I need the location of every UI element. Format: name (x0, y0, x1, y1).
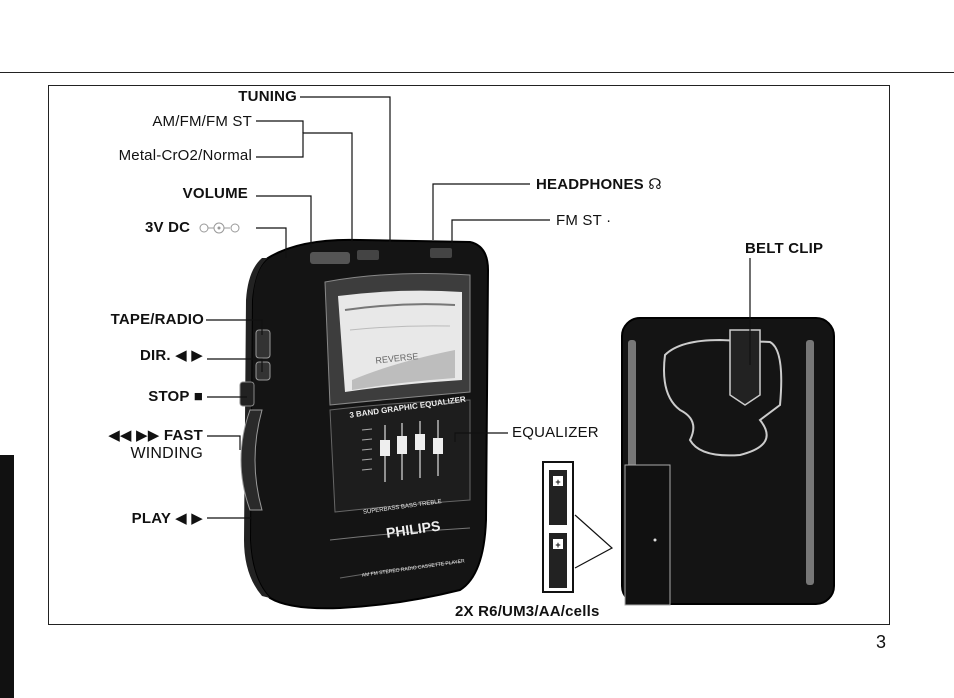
leader-lines (206, 96, 751, 569)
label-dc-input: 3V DC (145, 219, 191, 236)
label-equalizer: EQUALIZER (512, 424, 599, 441)
figure-frame (48, 85, 890, 625)
label-winding: WINDING (130, 445, 203, 462)
label-headphones: HEADPHONES ☊ (536, 176, 662, 193)
label-direction: DIR. ◀ ▶ (139, 347, 203, 364)
label-band-selector: AM/FM/FM ST (152, 113, 252, 130)
label-volume: VOLUME (182, 185, 248, 202)
label-fast: ◀◀ ▶▶ FAST (108, 427, 203, 444)
player-back-view (621, 317, 835, 606)
label-stop: STOP ■ (148, 388, 203, 405)
dc-polarity-icon (199, 222, 240, 234)
label-tuning: TUNING (238, 88, 297, 105)
svg-text:+: + (555, 540, 560, 550)
label-tape-radio: TAPE/RADIO (110, 311, 204, 328)
label-batteries: 2X R6/UM3/AA/cells (455, 603, 600, 620)
device-brand: PHILIPS (385, 517, 441, 540)
top-rule (0, 72, 954, 73)
page-number: 3 (876, 632, 887, 652)
label-tape-type: Metal-CrO2/Normal (118, 147, 252, 164)
device-reverse-text: REVERSE (375, 351, 419, 365)
svg-text:+: + (555, 477, 560, 487)
cassette-player (239, 238, 490, 610)
page-edge-marker (0, 455, 14, 698)
label-fm-stereo: FM ST · (556, 212, 612, 229)
battery-compartment: + + (542, 461, 574, 593)
label-belt-clip: BELT CLIP (745, 240, 824, 257)
label-play: PLAY ◀ ▶ (131, 510, 203, 527)
